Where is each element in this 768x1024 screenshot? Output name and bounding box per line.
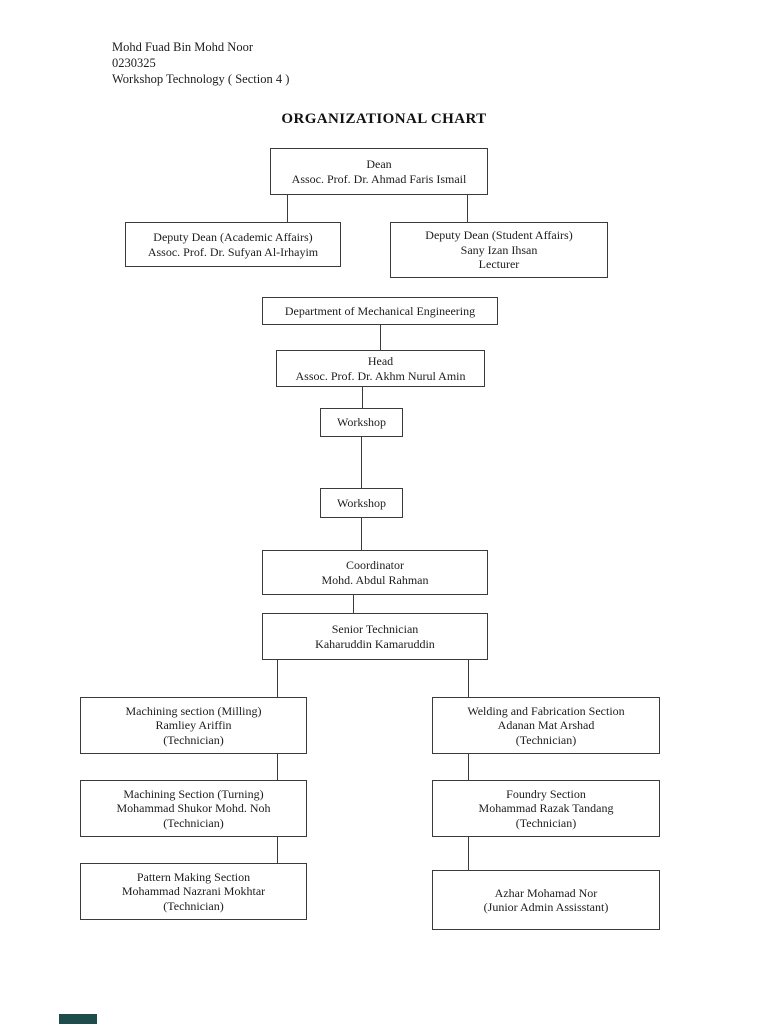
node-person: Mohammad Shukor Mohd. Noh — [116, 801, 271, 816]
node-position: (Technician) — [163, 732, 224, 747]
node-role: Deputy Dean (Student Affairs) — [425, 228, 573, 243]
org-node-coordinator: Coordinator Mohd. Abdul Rahman — [262, 550, 488, 595]
node-position: (Technician) — [515, 732, 577, 747]
connector-head-workshop — [362, 387, 363, 408]
node-person: Kaharuddin Kamaruddin — [315, 636, 435, 651]
node-role: Welding and Fabrication Section — [467, 703, 625, 718]
connector-workshop-workshop — [361, 437, 362, 488]
node-position: (Junior Admin Assisstant) — [483, 900, 609, 914]
node-role: Foundry Section — [506, 786, 586, 801]
footer-bar-fragment — [59, 1014, 97, 1024]
org-node-welding-fabrication: Welding and Fabrication Section Adanan M… — [432, 697, 660, 754]
node-person: Azhar Mohamad Nor — [494, 885, 598, 900]
connector-turning-pattern — [277, 837, 278, 863]
student-id: 0230325 — [112, 56, 156, 70]
node-position: (Technician) — [515, 815, 577, 830]
node-role: Department of Mechanical Engineering — [284, 303, 476, 318]
course-name: Workshop Technology ( Section 4 ) — [112, 72, 290, 86]
student-info-block: Mohd Fuad Bin Mohd Noor 0230325 Workshop… — [112, 39, 289, 87]
node-position: Lecturer — [478, 257, 520, 272]
node-position: (Technician) — [163, 898, 224, 913]
node-role: Machining Section (Turning) — [123, 786, 264, 801]
connector-dean-deputy-student — [467, 195, 468, 222]
org-node-machining-turning: Machining Section (Turning) Mohammad Shu… — [80, 780, 307, 837]
node-role: Pattern Making Section — [136, 869, 251, 884]
node-person: Mohd. Abdul Rahman — [321, 572, 429, 587]
node-role: Deputy Dean (Academic Affairs) — [153, 230, 313, 244]
node-role: Coordinator — [346, 558, 404, 572]
connector-milling-turning — [277, 754, 278, 780]
node-role: Workshop — [336, 415, 387, 430]
connector-senior-welding — [468, 660, 469, 697]
org-node-deputy-dean-student: Deputy Dean (Student Affairs) Sany Izan … — [390, 222, 608, 278]
node-person: Sany Izan Ihsan — [460, 242, 538, 257]
org-node-department: Department of Mechanical Engineering — [262, 297, 498, 325]
org-node-junior-admin: Azhar Mohamad Nor (Junior Admin Assissta… — [432, 870, 660, 930]
node-person: Assoc. Prof. Dr. Sufyan Al-Irhayim — [147, 244, 319, 259]
connector-senior-milling — [277, 660, 278, 697]
node-person: Assoc. Prof. Dr. Ahmad Faris Ismail — [291, 171, 467, 186]
org-node-head: Head Assoc. Prof. Dr. Akhm Nurul Amin — [276, 350, 485, 387]
org-node-pattern-making: Pattern Making Section Mohammad Nazrani … — [80, 863, 307, 920]
node-person: Mohammad Razak Tandang — [478, 801, 614, 816]
node-person: Mohammad Nazrani Mokhtar — [121, 884, 266, 899]
connector-department-head — [380, 325, 381, 350]
org-node-workshop-upper: Workshop — [320, 408, 403, 437]
node-role: Workshop — [336, 495, 387, 510]
org-node-senior-technician: Senior Technician Kaharuddin Kamaruddin — [262, 613, 488, 660]
connector-foundry-admin — [468, 837, 469, 870]
connector-welding-foundry — [468, 754, 469, 780]
org-node-deputy-dean-academic: Deputy Dean (Academic Affairs) Assoc. Pr… — [125, 222, 341, 267]
node-position: (Technician) — [163, 815, 224, 830]
connector-dean-deputy-academic — [287, 195, 288, 222]
node-person: Ramliey Ariffin — [155, 718, 232, 733]
node-role: Machining section (Milling) — [125, 703, 262, 718]
node-person: Assoc. Prof. Dr. Akhm Nurul Amin — [295, 368, 466, 383]
org-node-foundry: Foundry Section Mohammad Razak Tandang (… — [432, 780, 660, 837]
student-name: Mohd Fuad Bin Mohd Noor — [112, 40, 253, 54]
page-title: ORGANIZATIONAL CHART — [281, 111, 487, 127]
node-role: Dean — [366, 157, 392, 171]
connector-workshop-coordinator — [361, 518, 362, 550]
org-node-workshop-lower: Workshop — [320, 488, 403, 518]
connector-coordinator-senior — [353, 595, 354, 613]
node-role: Head — [367, 354, 394, 368]
node-person: Adanan Mat Arshad — [497, 718, 595, 733]
node-role: Senior Technician — [331, 622, 419, 636]
org-node-dean: Dean Assoc. Prof. Dr. Ahmad Faris Ismail — [270, 148, 488, 195]
org-node-machining-milling: Machining section (Milling) Ramliey Arif… — [80, 697, 307, 754]
